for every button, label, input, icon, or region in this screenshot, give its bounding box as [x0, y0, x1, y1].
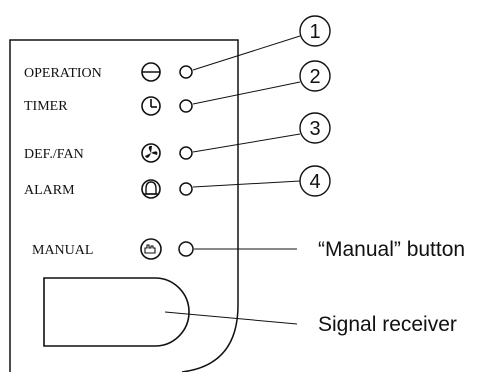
indicator-lamp-operation — [179, 65, 193, 79]
signal-receiver-callout: Signal receiver — [318, 313, 457, 336]
indicator-lamp-timer — [179, 99, 193, 113]
indicator-row-operation: OPERATION 1 — [24, 15, 331, 82]
indicator-label-def-fan: DEF./FAN — [24, 147, 84, 162]
callout-marker-2 — [299, 60, 331, 92]
alarm-bell-icon — [141, 179, 161, 199]
manual-label: MANUAL — [32, 243, 93, 258]
callout-line-3 — [192, 133, 301, 153]
indicator-row-timer: TIMER 2 — [24, 60, 331, 116]
callout-marker-4 — [299, 165, 331, 197]
operation-icon — [141, 62, 161, 82]
fan-icon — [141, 143, 161, 163]
callout-number-3: 3 — [309, 118, 320, 140]
indicator-label-timer: TIMER — [24, 99, 68, 114]
callout-number-4: 4 — [309, 171, 320, 193]
callout-line-1 — [192, 35, 301, 71]
callout-line-2 — [192, 81, 301, 105]
indicator-lamp-def-fan — [179, 146, 193, 160]
indicator-lamp-alarm — [179, 182, 193, 196]
timer-icon — [141, 96, 161, 116]
indicator-row-def-fan: DEF./FAN 3 — [24, 112, 331, 163]
signal-receiver-group: Signal receiver — [43, 277, 457, 347]
callout-line-receiver — [164, 311, 298, 325]
callout-number-1: 1 — [309, 21, 320, 43]
manual-row: MANUAL “Manual” button — [32, 238, 465, 261]
indicator-label-operation: OPERATION — [24, 66, 102, 81]
callout-number-2: 2 — [309, 66, 320, 88]
callout-marker-1 — [299, 15, 331, 47]
callout-marker-3 — [299, 112, 331, 144]
manual-button[interactable] — [178, 241, 194, 257]
indicator-label-alarm: ALARM — [24, 183, 75, 198]
callout-line-4 — [192, 180, 301, 188]
manual-hand-icon[interactable] — [140, 238, 162, 260]
indicator-row-alarm: ALARM 4 — [24, 165, 331, 199]
panel-outline — [9, 39, 239, 372]
manual-button-callout: “Manual” button — [318, 238, 465, 261]
